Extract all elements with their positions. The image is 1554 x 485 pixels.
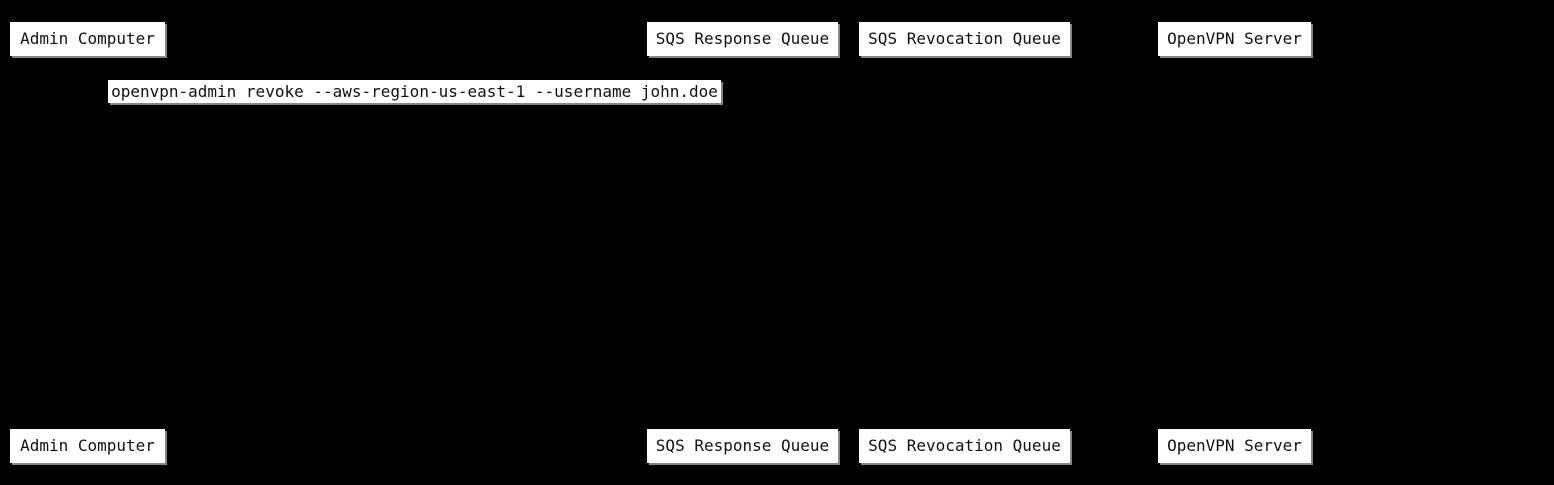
participant-admin-computer-top: Admin Computer bbox=[10, 22, 165, 56]
participant-admin-computer-bottom: Admin Computer bbox=[10, 429, 165, 463]
participant-sqs-response-queue-bottom: SQS Response Queue bbox=[647, 429, 838, 463]
message-label-revoke-command: openvpn-admin revoke --aws-region-us-eas… bbox=[108, 80, 721, 103]
participant-sqs-response-queue-top: SQS Response Queue bbox=[647, 22, 838, 56]
participant-openvpn-server-top: OpenVPN Server bbox=[1158, 22, 1311, 56]
participant-sqs-revocation-queue-top: SQS Revocation Queue bbox=[859, 22, 1070, 56]
participant-sqs-revocation-queue-bottom: SQS Revocation Queue bbox=[859, 429, 1070, 463]
participant-openvpn-server-bottom: OpenVPN Server bbox=[1158, 429, 1311, 463]
